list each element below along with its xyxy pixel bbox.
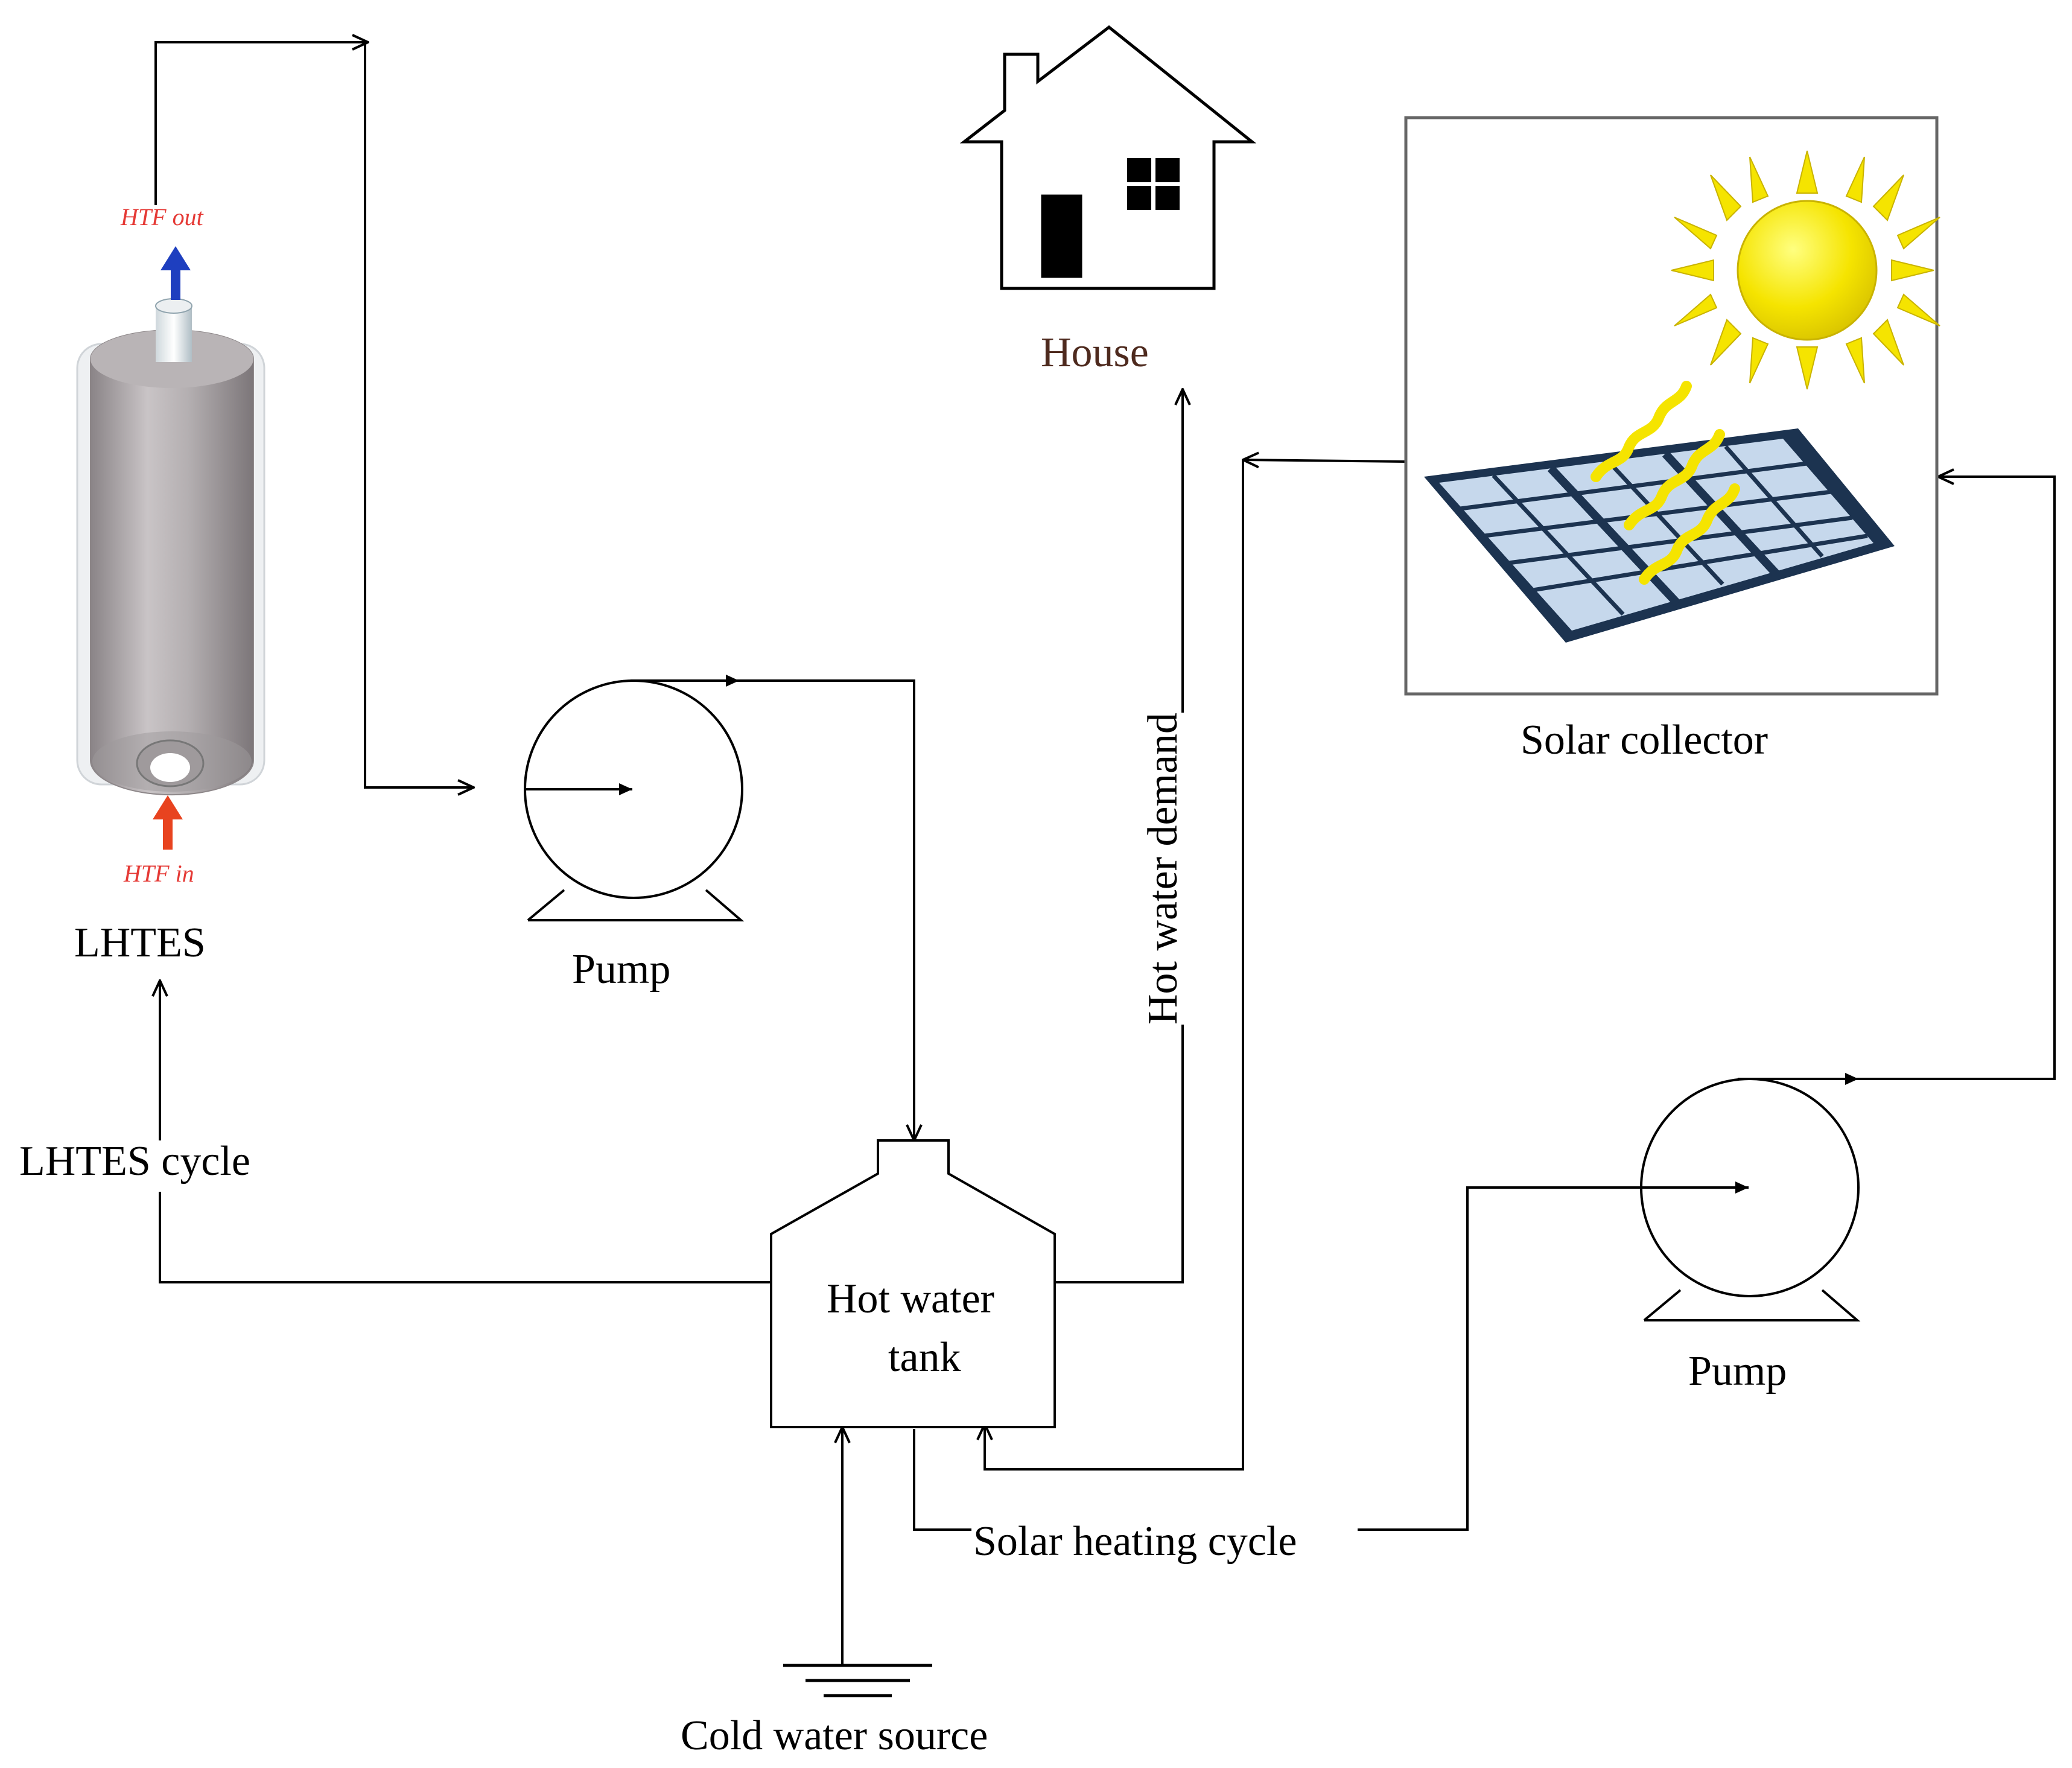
sun-icon	[1671, 150, 1940, 390]
pipe-collector-down	[985, 460, 1244, 1471]
htf-in-label: HTF in	[124, 860, 194, 887]
pipe-tank-to-solar-cycle	[913, 1429, 971, 1531]
pipe-lhtes-cycle-return	[159, 1192, 771, 1283]
hot-water-tank-label-line1: Hot water	[827, 1276, 994, 1322]
pump-right-label: Pump	[1688, 1348, 1787, 1394]
hot-water-tank	[770, 1139, 1056, 1428]
pipe-solar-cycle-to-pump	[1358, 1186, 1644, 1531]
pipe-right-pump-out	[1738, 477, 2056, 1080]
htf-in-arrow	[153, 795, 183, 850]
lhtes-cylinder	[76, 298, 265, 796]
pipe-left-pump-out	[631, 679, 914, 1140]
solar-heating-cycle-label: Solar heating cycle	[973, 1518, 1297, 1565]
pipe-hot-water-demand	[1055, 389, 1183, 1283]
htf-out-label: HTF out	[121, 203, 203, 231]
cold-water-source-label: Cold water source	[681, 1712, 988, 1759]
hot-water-demand-label: Hot water demand	[1140, 712, 1186, 1025]
pump-left-label: Pump	[572, 946, 671, 993]
lhtes-cycle-label: LHTES cycle	[19, 1138, 250, 1184]
lhtes-label: LHTES	[74, 920, 206, 966]
pump-left	[524, 675, 745, 921]
pump-right	[1640, 1073, 1861, 1321]
hot-water-tank-label-line2: tank	[888, 1334, 961, 1381]
heat-wave-icons	[1591, 381, 1740, 585]
house-icon	[959, 25, 1257, 290]
htf-out-arrow	[160, 246, 191, 300]
ground-symbol	[783, 1664, 932, 1697]
solar-panel-icon	[1424, 428, 1895, 643]
pipe-to-left-pump	[364, 42, 474, 787]
house-label: House	[1041, 329, 1149, 376]
solar-collector-label: Solar collector	[1521, 717, 1769, 763]
pipe-collector-to-tank	[1243, 460, 1406, 462]
pipe-lhtes-out	[154, 42, 368, 205]
